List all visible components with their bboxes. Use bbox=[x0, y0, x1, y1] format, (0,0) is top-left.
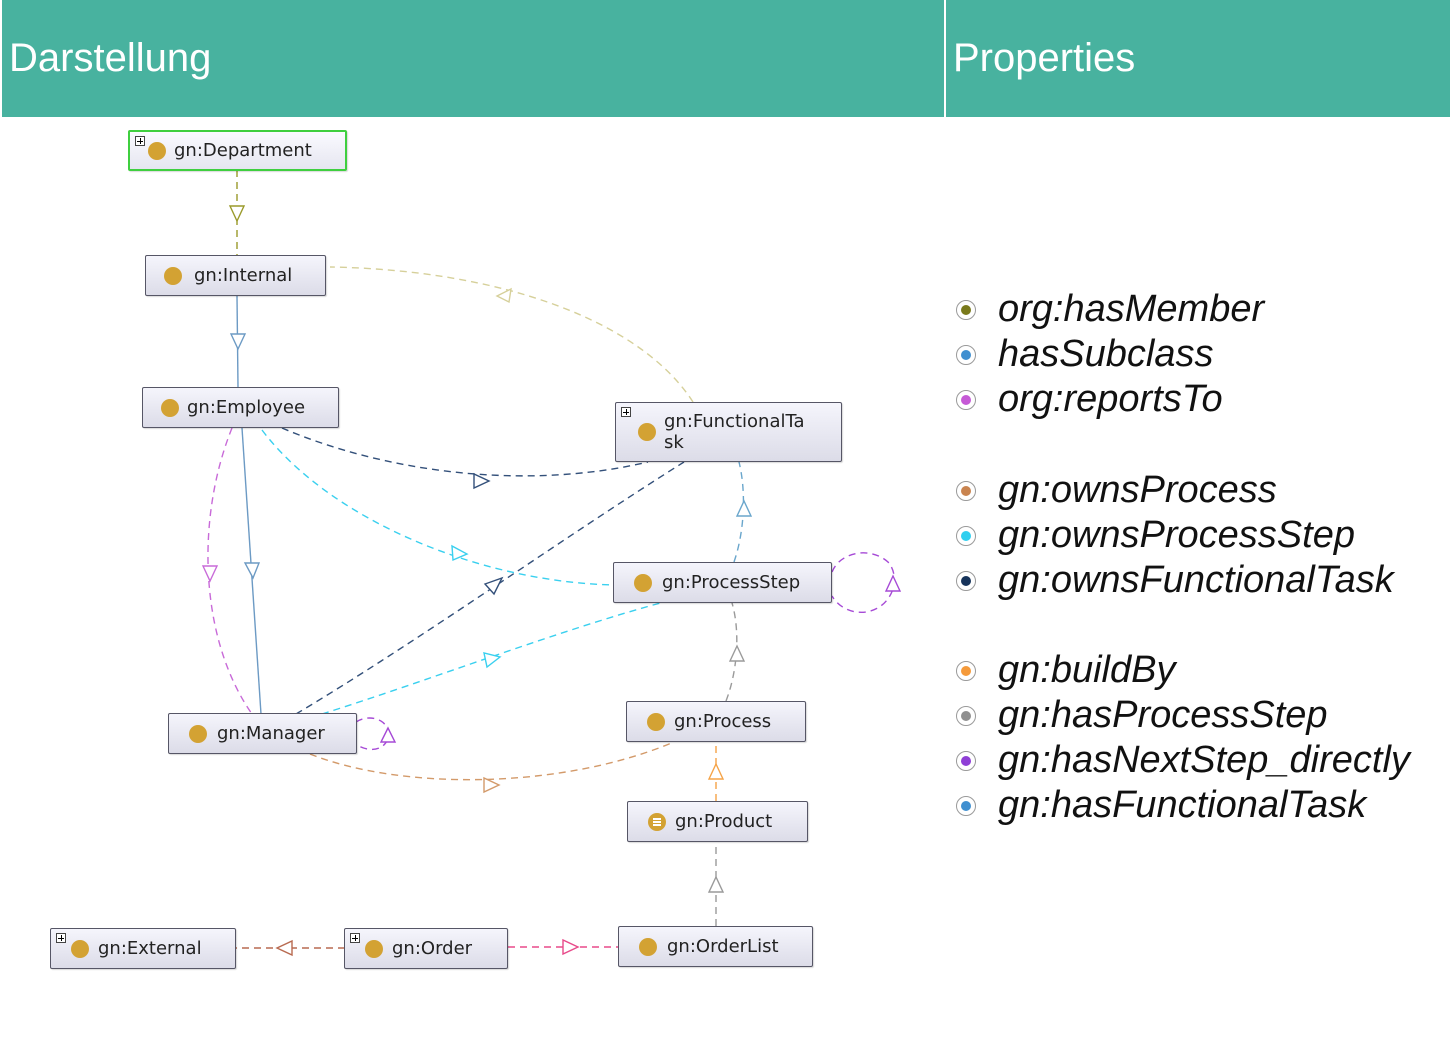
property-icon bbox=[956, 345, 976, 365]
property-icon bbox=[956, 300, 976, 320]
arrow-order-external bbox=[275, 939, 293, 957]
node-label: gn:Manager bbox=[217, 723, 325, 744]
header-left-title: Darstellung bbox=[9, 36, 212, 80]
arrow-product-process bbox=[707, 762, 725, 780]
edge-processstep-self bbox=[831, 552, 895, 613]
node-process-step[interactable]: gn:ProcessStep bbox=[613, 562, 832, 603]
legend-label: org:reportsTo bbox=[998, 378, 1223, 420]
node-order-list[interactable]: gn:OrderList bbox=[618, 926, 813, 967]
node-label: gn:Department bbox=[174, 140, 312, 161]
class-icon bbox=[639, 937, 657, 956]
node-employee[interactable]: gn:Employee bbox=[142, 387, 339, 428]
node-order[interactable]: gn:Order bbox=[344, 928, 508, 969]
property-icon bbox=[956, 571, 976, 591]
class-icon bbox=[164, 266, 182, 285]
arrow-orderlist-product bbox=[707, 875, 725, 893]
expand-icon[interactable] bbox=[350, 933, 360, 943]
node-label: gn:OrderList bbox=[667, 936, 779, 957]
class-icon bbox=[365, 939, 383, 958]
node-label: gn:Employee bbox=[187, 397, 306, 418]
arrow-manager-functional bbox=[483, 576, 504, 596]
legend-label: gn:hasFunctionalTask bbox=[998, 784, 1367, 826]
arrow-functional-internal bbox=[495, 287, 512, 304]
legend-label: gn:ownsFunctionalTask bbox=[998, 559, 1394, 601]
expand-icon[interactable] bbox=[621, 407, 631, 417]
edge-manager-self bbox=[355, 717, 390, 751]
legend-label: hasSubclass bbox=[998, 333, 1214, 375]
arrow-employee-manager-reports bbox=[201, 565, 219, 583]
arrow-internal-employee bbox=[229, 333, 247, 351]
arrow-employee-processstep bbox=[451, 544, 469, 562]
arrow-manager-process bbox=[483, 776, 501, 794]
node-label: gn:Product bbox=[675, 811, 773, 832]
property-icon bbox=[956, 526, 976, 546]
edge-manager-process bbox=[309, 741, 675, 781]
arrow-processstep-self bbox=[884, 574, 902, 592]
legend-label: gn:hasNextStep_directly bbox=[998, 739, 1410, 781]
class-icon bbox=[638, 423, 656, 441]
property-icon bbox=[956, 706, 976, 726]
header-right-title: Properties bbox=[953, 36, 1136, 80]
arrow-manager-processstep bbox=[483, 652, 502, 669]
node-label: gn:FunctionalTa sk bbox=[664, 411, 805, 453]
class-icon bbox=[634, 573, 652, 592]
node-label: gn:External bbox=[98, 938, 202, 959]
node-label: gn:ProcessStep bbox=[662, 572, 801, 593]
expand-icon[interactable] bbox=[135, 136, 145, 146]
arrow-order-orderlist bbox=[562, 938, 580, 956]
node-label: gn:Internal bbox=[194, 265, 293, 286]
node-process[interactable]: gn:Process bbox=[626, 701, 806, 742]
node-external[interactable]: gn:External bbox=[50, 928, 236, 969]
edge-functional-internal bbox=[329, 266, 694, 403]
class-icon bbox=[189, 724, 207, 743]
arrow-department-internal bbox=[228, 205, 246, 223]
property-icon bbox=[956, 481, 976, 501]
arrow-processstep-functional bbox=[735, 499, 753, 517]
arrow-employee-functional bbox=[473, 472, 491, 490]
individual-icon bbox=[648, 812, 666, 831]
class-icon bbox=[161, 398, 179, 417]
node-internal[interactable]: gn:Internal bbox=[145, 255, 326, 296]
arrow-manager-self bbox=[379, 726, 397, 743]
node-label: gn:Process bbox=[674, 711, 772, 732]
class-icon bbox=[647, 712, 665, 731]
header-darstellung: Darstellung bbox=[2, 0, 944, 117]
legend-label: gn:buildBy bbox=[998, 649, 1176, 691]
property-icon bbox=[956, 390, 976, 410]
header-properties: Properties bbox=[946, 0, 1450, 117]
legend-label: gn:hasProcessStep bbox=[998, 694, 1328, 736]
node-functional-task[interactable]: gn:FunctionalTa sk bbox=[615, 402, 842, 462]
property-icon bbox=[956, 796, 976, 816]
edge-employee-functional bbox=[281, 427, 649, 477]
class-icon bbox=[148, 141, 166, 160]
property-icon bbox=[956, 751, 976, 771]
node-department[interactable]: gn:Department bbox=[128, 130, 347, 171]
legend-label: org:hasMember bbox=[998, 288, 1265, 330]
ontology-graph bbox=[201, 170, 902, 957]
node-manager[interactable]: gn:Manager bbox=[168, 713, 357, 754]
node-label: gn:Order bbox=[392, 938, 473, 959]
expand-icon[interactable] bbox=[56, 933, 66, 943]
legend-label: gn:ownsProcessStep bbox=[998, 514, 1355, 556]
node-product[interactable]: gn:Product bbox=[627, 801, 808, 842]
legend-label: gn:ownsProcess bbox=[998, 469, 1277, 511]
arrow-employee-manager bbox=[243, 562, 261, 580]
edge-employee-processstep bbox=[261, 429, 615, 586]
property-icon bbox=[956, 661, 976, 681]
arrow-process-processstep bbox=[728, 644, 746, 662]
edge-employee-manager-reports bbox=[207, 427, 253, 715]
class-icon bbox=[71, 939, 89, 958]
